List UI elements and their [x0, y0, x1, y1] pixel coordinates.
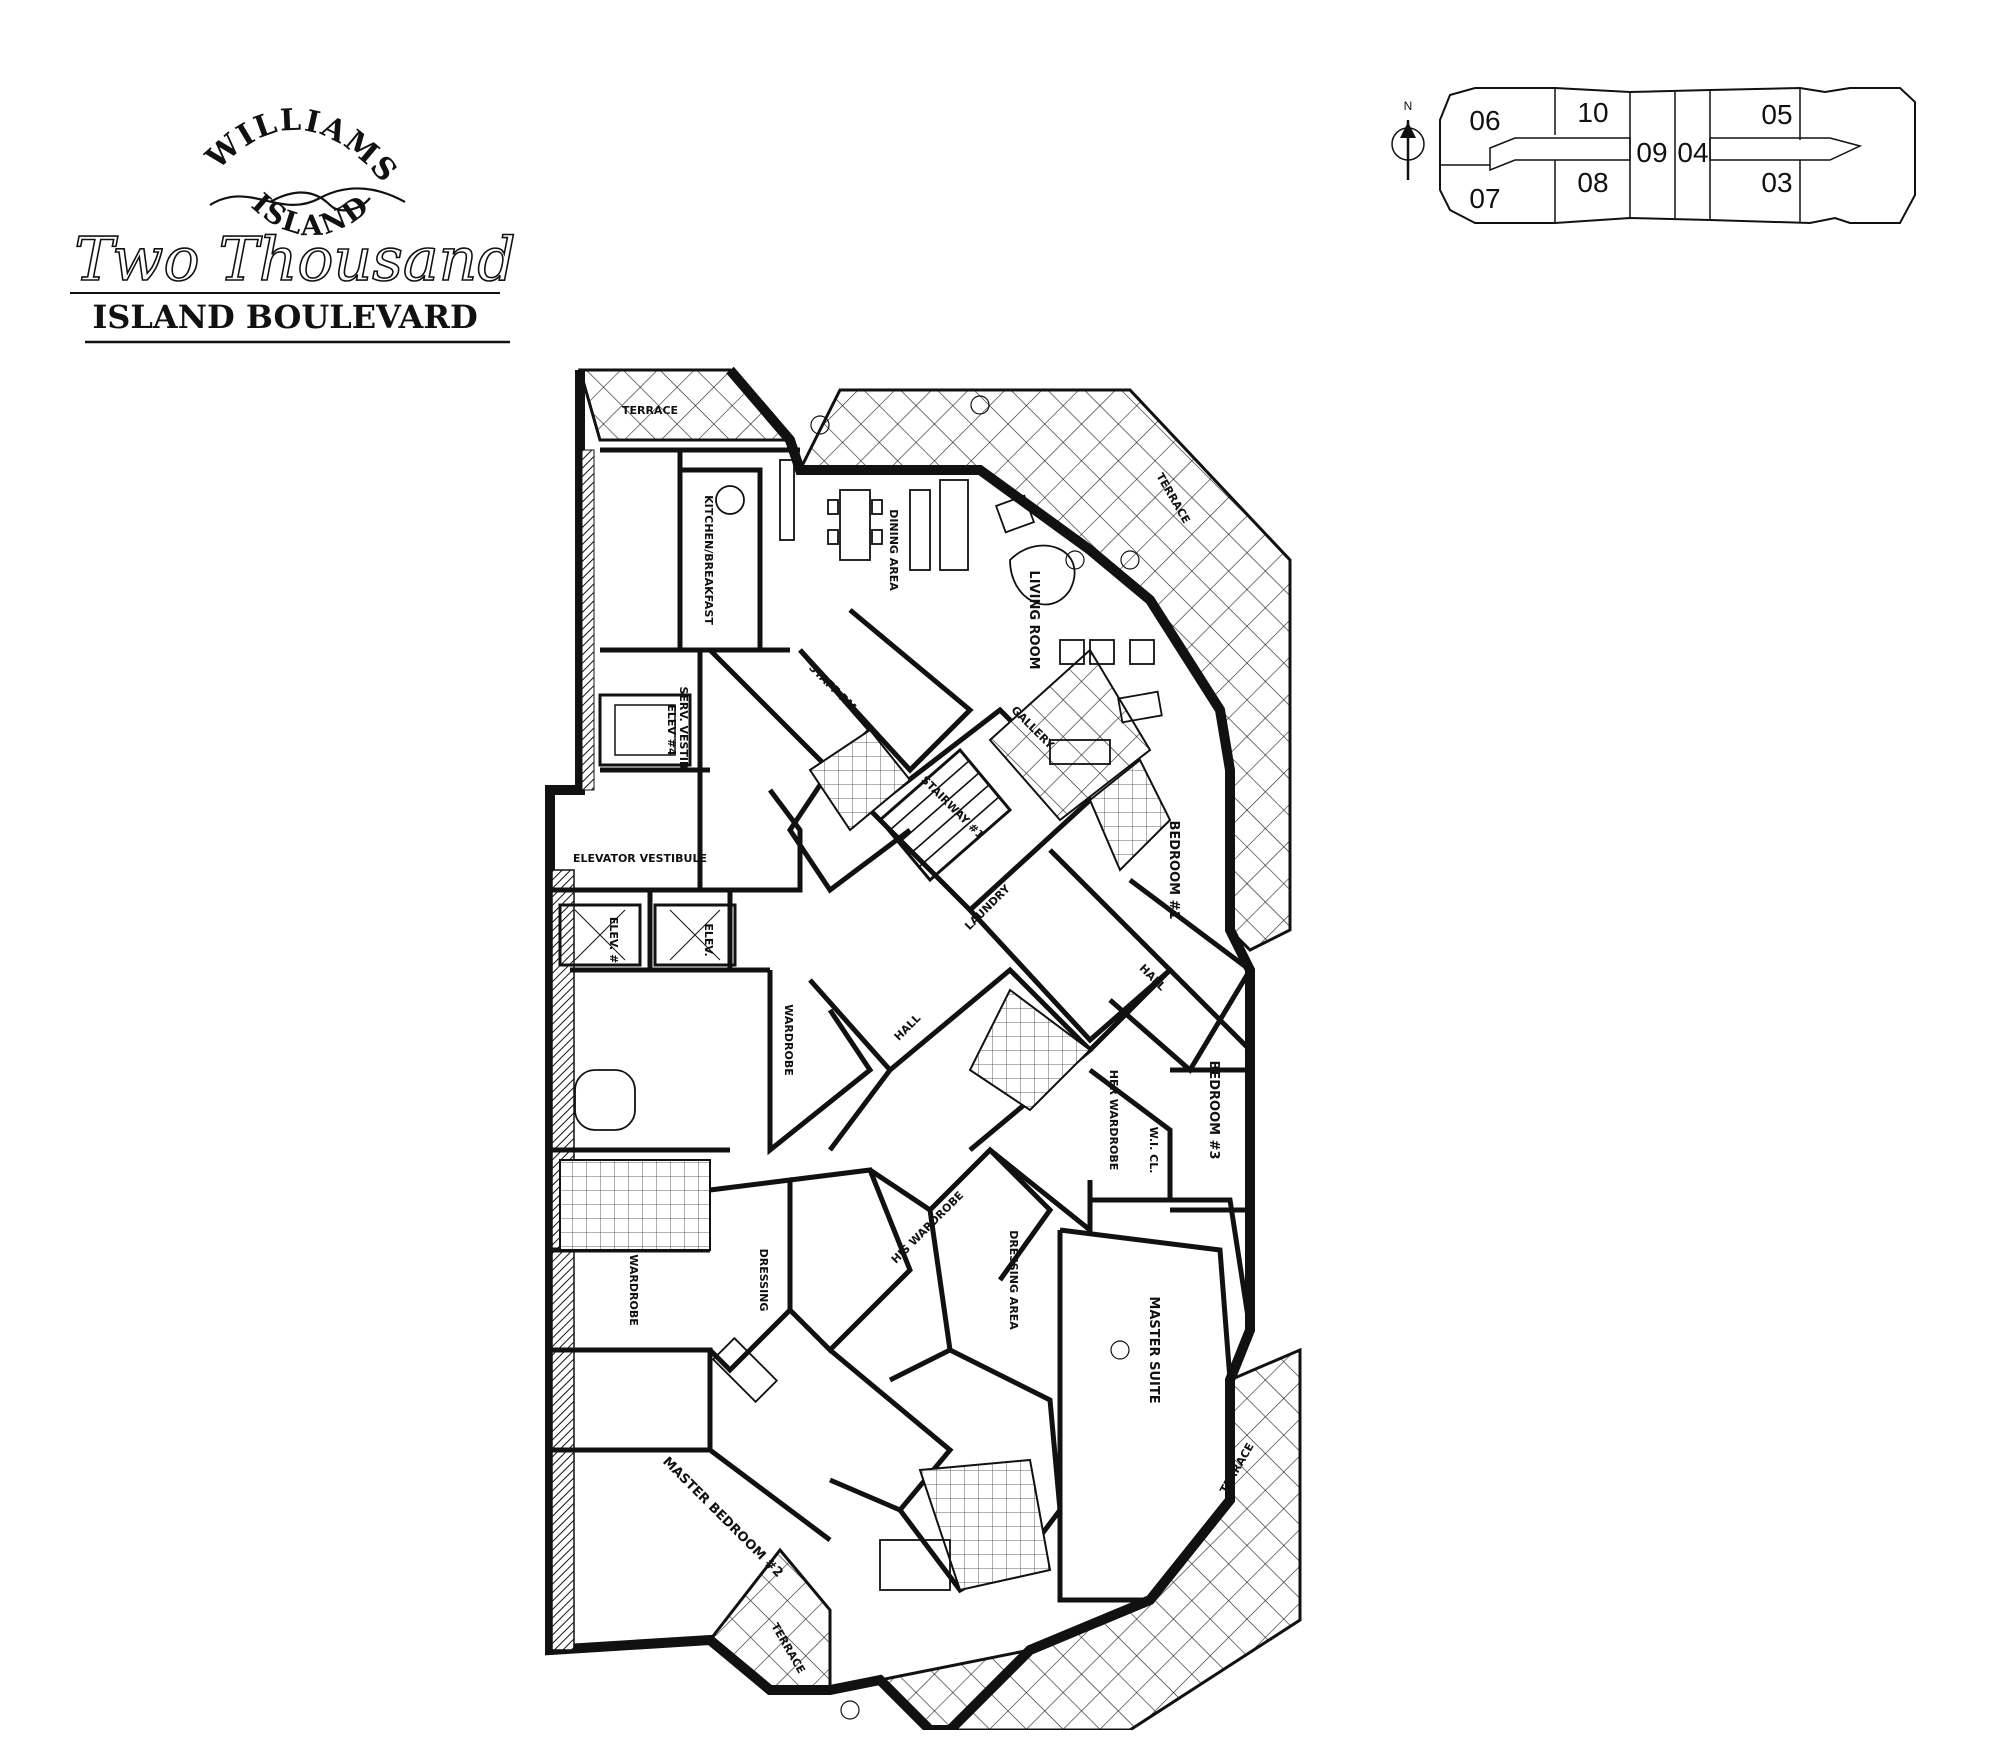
- label-staff: STAFF RM: [806, 661, 859, 714]
- gallery-floor: [988, 648, 1152, 822]
- stairway: [877, 747, 1013, 883]
- label-master-bedroom2: MASTER BEDROOM #2: [659, 1454, 785, 1580]
- key-unit-03: 03: [1761, 167, 1792, 198]
- building-key-plan: N 06 10 09 04 05 07 08 03: [1391, 86, 1916, 225]
- label-elev-a: ELEV. #: [607, 917, 620, 963]
- label-wardrobe-left: WARDROBE: [627, 1254, 640, 1325]
- key-plan-dividers: [1440, 88, 1863, 223]
- key-plan-outline: [1439, 86, 1916, 225]
- label-stairway: STAIRWAY #1: [918, 773, 986, 841]
- bath-master: [918, 1458, 1052, 1592]
- logo-flourish-icon: [209, 187, 406, 212]
- elevators: [558, 693, 737, 967]
- label-hall-center: HALL: [892, 1012, 924, 1044]
- label-elev-b: ELEV.: [702, 923, 715, 956]
- label-master-suite: MASTER SUITE: [1146, 1296, 1161, 1403]
- label-elev-top: ELEV #4: [665, 704, 678, 756]
- key-unit-09: 09: [1636, 137, 1667, 168]
- logo-arc-top: WILLIAMS: [199, 103, 405, 191]
- label-living: LIVING ROOM: [1026, 570, 1041, 669]
- label-kitchen: KITCHEN/BREAKFAST: [702, 495, 715, 625]
- furniture: [574, 459, 1163, 1591]
- exterior-walls: [545, 366, 1255, 1730]
- north-arrow-icon: N: [1391, 99, 1425, 180]
- key-unit-10: 10: [1577, 97, 1608, 128]
- logo-subtitle: ISLAND BOULEVARD: [92, 298, 477, 336]
- bath-left: [559, 1159, 711, 1251]
- label-elevator-vestibule: ELEVATOR VESTIBULE: [573, 852, 707, 865]
- label-wardrobe-mid: WARDROBE: [782, 1004, 795, 1075]
- key-unit-05: 05: [1761, 99, 1792, 130]
- williams-island-logo: WILLIAMS ISLAND Two Thousand ISLAND BOUL…: [70, 103, 517, 344]
- label-wicl: W.I. CL.: [1147, 1127, 1160, 1174]
- label-dining: DINING AREA: [887, 509, 900, 591]
- floor-plan: TERRACE KITCHEN/BREAKFAST DINING AREA LI…: [545, 366, 1302, 1730]
- label-terrace-top: TERRACE: [622, 404, 678, 417]
- label-his-wardrobe: HIS WARDROBE: [889, 1189, 966, 1266]
- left-wall-hatch: [551, 869, 575, 1651]
- label-bedroom3: BEDROOM #3: [1206, 1060, 1221, 1159]
- bath-staff: [808, 728, 912, 832]
- logo-script-title: Two Thousand: [74, 225, 515, 295]
- plant-icons: [810, 395, 1140, 1720]
- label-bedroom1: BEDROOM #1: [1166, 820, 1181, 919]
- bath-bedroom3: [968, 988, 1092, 1112]
- label-serv: SERV. VESTIB.: [677, 686, 690, 773]
- label-her-wardrobe: HER WARDROBE: [1107, 1070, 1120, 1171]
- key-unit-07: 07: [1469, 183, 1500, 214]
- key-unit-08: 08: [1577, 167, 1608, 198]
- key-unit-06: 06: [1469, 105, 1500, 136]
- label-dressing: DRESSING AREA: [1007, 1230, 1020, 1330]
- bath-bedroom1: [1088, 758, 1172, 872]
- left-wall-hatch-top: [581, 449, 595, 791]
- label-dressing-left: DRESSING: [757, 1249, 770, 1312]
- svg-text:N: N: [1404, 99, 1413, 113]
- key-unit-04: 04: [1677, 137, 1708, 168]
